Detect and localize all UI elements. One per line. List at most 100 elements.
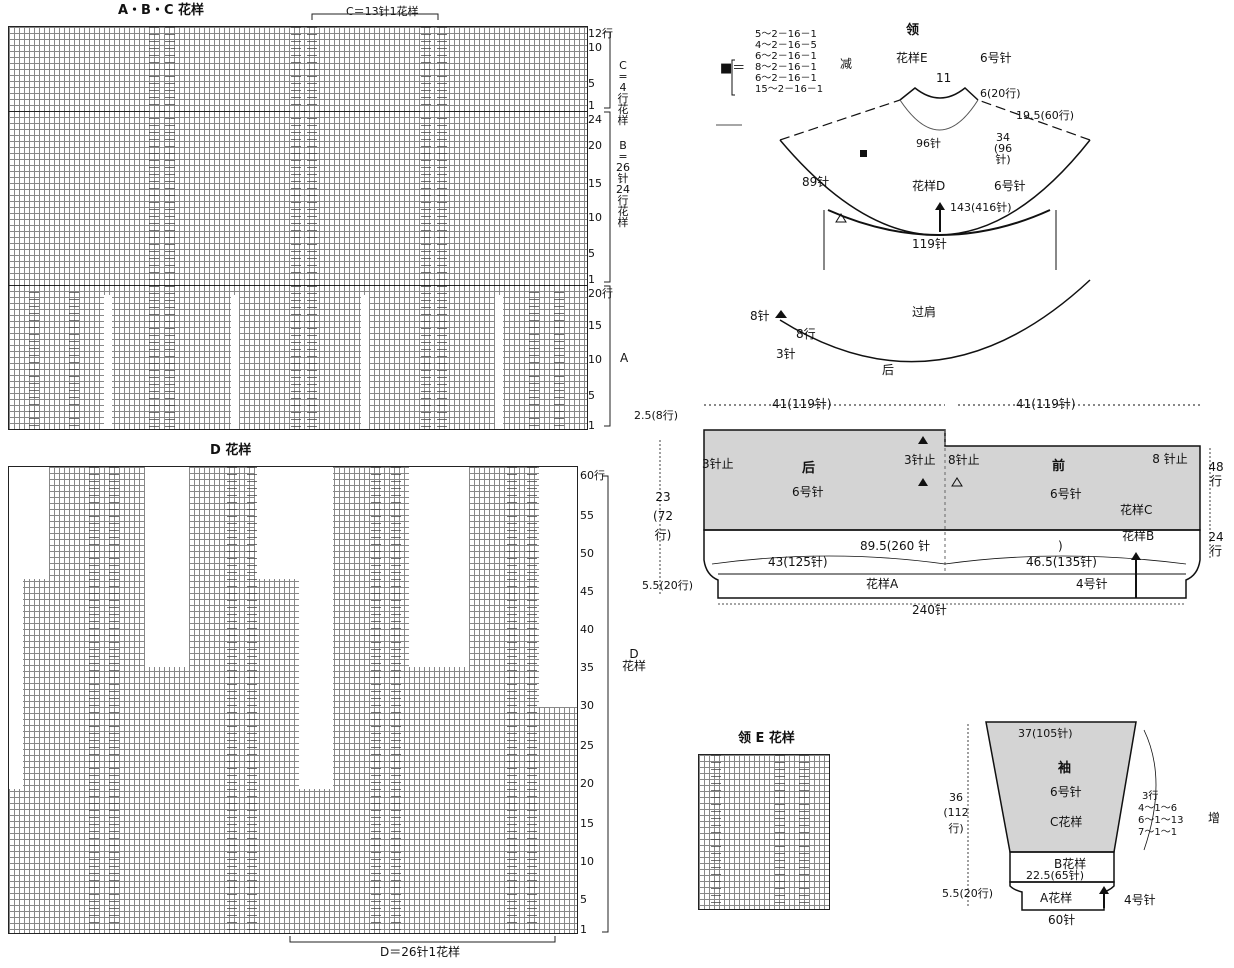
d-tick-55: 55 (580, 509, 594, 522)
d-tick-60: 60行 (580, 469, 605, 482)
abc-tick-10: 10 (588, 41, 602, 54)
d-tick-25: 25 (580, 739, 594, 752)
d-tick-20: 20 (580, 777, 594, 790)
dec-formula-4: 8～2－16－1 (755, 62, 817, 73)
shoulder-mark-8: 8针 (750, 309, 770, 323)
body-bottom: 240针 (912, 603, 947, 617)
d-side-label: D 花样 (622, 647, 647, 673)
d-tick-35: 35 (580, 661, 594, 674)
body-left-sts: 43(125针) (768, 555, 828, 569)
d-tick-40: 40 (580, 623, 594, 636)
abc-tick-1b: 1 (588, 273, 595, 286)
back-label: 后 (802, 461, 816, 476)
b-side-label: B = 26 针 24 行 花样 (616, 139, 630, 229)
d-tick-45: 45 (580, 585, 594, 598)
sleeve-pattern-c: C花样 (1050, 815, 1083, 829)
c-side-label: C = 4 行 花样 (617, 59, 629, 127)
back-needle: 6号针 (792, 485, 824, 499)
shoulder-back-label: 后 (882, 363, 895, 377)
dec-word: 减 (840, 57, 853, 71)
sleeve-inc-3: 6～1～13 (1138, 815, 1184, 826)
body-right-sts: 46.5(135针) (1026, 555, 1097, 569)
collar-neck-depth: 6(20行) (980, 87, 1021, 100)
collar-pattern-d: 花样D (912, 179, 946, 193)
sleeve-needle: 6号针 (1050, 785, 1082, 799)
sleeve-inc-word: 增 (1208, 811, 1221, 825)
abc-tick-15b: 15 (588, 319, 602, 332)
collar-needle-e: 6号针 (980, 51, 1012, 65)
dec-formula-6: 15～2－16－1 (755, 84, 824, 95)
pattern-a-label: 花样A (866, 577, 899, 591)
body-height: 23 (72行) (653, 490, 673, 543)
collar-title: 领 (906, 23, 920, 38)
body-hem: 5.5(20行) (642, 579, 694, 592)
abc-tick-5b: 5 (588, 247, 595, 260)
pattern-b-label: 花样B (1122, 529, 1155, 543)
d-tick-30: 30 (580, 699, 594, 712)
sleeve-needle-a: 4号针 (1124, 893, 1156, 907)
abc-tick-20: 20 (588, 139, 602, 152)
d-tick-1: 1 (580, 923, 587, 936)
dec-formula-5: 6～2－16－1 (755, 73, 817, 84)
e-chart-title: 领 E 花样 (738, 731, 795, 746)
abc-tick-15: 15 (588, 177, 602, 190)
body-total-close: ) (1058, 539, 1063, 553)
abc-chart-title: A・B・C 花样 (118, 3, 205, 18)
collar-left-sts: 89针 (802, 175, 830, 189)
body-width-left: 41(119针) (772, 397, 832, 411)
body-top-left: 2.5(8行) (634, 409, 679, 422)
sleeve-pattern-a: A花样 (1040, 891, 1073, 905)
sleeve-top: 37(105针) (1018, 727, 1073, 740)
collar-inner-sts: 96针 (916, 137, 941, 150)
collar-needle-d: 6号针 (994, 179, 1026, 193)
dec-formula-2: 4～2－16－5 (755, 40, 817, 51)
rows-right-1: 48 行 (1208, 460, 1224, 489)
d-stitch-chart (8, 466, 578, 934)
sleeve-height: 36 (112行) (943, 791, 969, 835)
dec-marker-square: ■＝ (720, 61, 746, 76)
abc-tick-10c: 10 (588, 353, 602, 366)
collar-pattern-e: 花样E (896, 51, 928, 65)
pattern-c-label: 花样C (1120, 503, 1153, 517)
sleeve-inc-2: 4～1～6 (1138, 803, 1178, 814)
needle-a-label: 4号针 (1076, 577, 1108, 591)
bind-left: 3针止 (702, 457, 734, 471)
dec-formula-3: 6～2－16－1 (755, 51, 817, 62)
front-needle: 6号针 (1050, 487, 1082, 501)
body-width-right: 41(119针) (1016, 397, 1076, 411)
collar-side-sts: 34 (96针) (993, 131, 1013, 166)
collar-neck-width: 11 (936, 71, 952, 85)
d-repeat-label: D＝26针1花样 (380, 945, 461, 959)
d-tick-10: 10 (580, 855, 594, 868)
bind-mid-1: 3针止 (904, 453, 936, 467)
collar-outer: 143(416针) (950, 201, 1012, 214)
abc-tick-10b: 10 (588, 211, 602, 224)
e-stitch-chart (698, 754, 830, 910)
sleeve-pattern-b: B花样 (1054, 857, 1087, 871)
sleeve-hem: 5.5(20行) (942, 887, 994, 900)
shoulder-mark-3: 3针 (776, 347, 796, 361)
abc-tick-24: 24 (588, 113, 602, 126)
sleeve-bottom: 60针 (1048, 913, 1076, 927)
abc-stitch-chart (8, 26, 588, 430)
c-repeat-label: C＝13针1花样 (346, 5, 419, 18)
dec-formula-1: 5～2－16－1 (755, 29, 817, 40)
sleeve-name: 袖 (1058, 761, 1072, 776)
collar-side-rows: 19.5(60行) (1016, 109, 1075, 122)
sleeve-mid: 22.5(65针) (1026, 869, 1085, 882)
abc-tick-1c: 1 (588, 419, 595, 432)
collar-bottom-sts: 119针 (912, 237, 947, 251)
abc-tick-12: 12行 (588, 27, 613, 40)
bind-mid-2: 8针止 (948, 453, 980, 467)
sleeve-inc-1: 3行 (1142, 791, 1159, 802)
body-total: 89.5(260 针 (860, 539, 931, 553)
bind-right: 8 针止 (1152, 452, 1188, 466)
abc-tick-1: 1 (588, 99, 595, 112)
front-label: 前 (1052, 459, 1066, 474)
d-tick-15: 15 (580, 817, 594, 830)
shoulder-mark-8-rows: 8行 (796, 327, 816, 341)
